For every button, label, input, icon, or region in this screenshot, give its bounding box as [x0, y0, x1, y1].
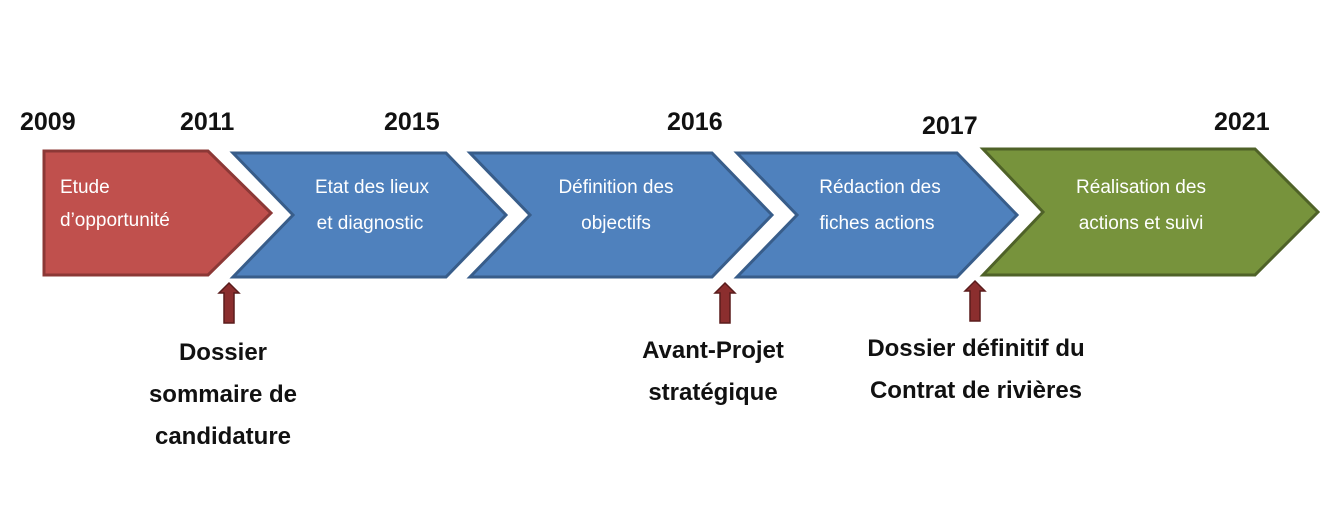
up-arrow-icon — [713, 281, 737, 324]
milestone-dossier-definitif: Dossier définitif du Contrat de rivières — [846, 328, 1106, 412]
stage-etat-des-lieux: Etat des lieux et diagnostic — [229, 151, 509, 279]
year-label-2011: 2011 — [180, 108, 235, 136]
milestone-2-line-1: Avant-Projet — [642, 337, 784, 364]
stage-1-chevron — [42, 149, 274, 277]
milestone-1-line-3: candidature — [154, 423, 292, 450]
stage-2-label-line-1: Etat des lieux — [315, 177, 430, 198]
stage-definition-objectifs: Définition des objectifs — [466, 151, 775, 279]
stage-5-chevron — [979, 147, 1320, 277]
stage-1-label-line-1: Etude — [60, 177, 110, 198]
milestone-1-line-2: sommaire de — [148, 381, 298, 408]
year-label-2016: 2016 — [667, 108, 723, 136]
stage-4-chevron — [733, 151, 1020, 279]
stage-etude-opportunite: Etude d’opportunité — [42, 149, 274, 277]
stage-redaction-fiches: Rédaction des fiches actions — [733, 151, 1020, 279]
stage-5-label-line-2: actions et suivi — [1079, 213, 1204, 234]
stage-4-label-line-2: fiches actions — [819, 213, 934, 234]
stage-3-label-line-1: Définition des — [558, 177, 673, 198]
up-arrow-icon — [217, 281, 241, 324]
stage-5-label-line-1: Réalisation des — [1076, 177, 1206, 198]
stage-3-chevron — [466, 151, 775, 279]
year-label-2017: 2017 — [922, 112, 978, 140]
stage-realisation-actions: Réalisation des actions et suivi — [979, 147, 1320, 277]
milestone-avant-projet: Avant-Projet stratégique — [613, 330, 813, 414]
year-label-2015: 2015 — [384, 108, 440, 136]
stage-3-label-line-2: objectifs — [581, 213, 651, 234]
stage-1-label-line-2: d’opportunité — [60, 210, 170, 231]
stage-2-chevron — [229, 151, 509, 279]
year-label-2021: 2021 — [1214, 108, 1270, 136]
stage-2-label-line-2: et diagnostic — [317, 213, 424, 234]
stage-4-label-line-1: Rédaction des — [819, 177, 940, 198]
year-label-2009: 2009 — [20, 108, 76, 136]
milestone-3-line-1: Dossier définitif du — [867, 335, 1085, 362]
milestone-dossier-sommaire: Dossier sommaire de candidature — [123, 332, 323, 458]
milestone-2-line-2: stratégique — [648, 379, 778, 406]
up-arrow-icon — [963, 279, 987, 322]
milestone-3-line-2: Contrat de rivières — [869, 377, 1083, 404]
milestone-1-line-1: Dossier — [178, 339, 268, 366]
